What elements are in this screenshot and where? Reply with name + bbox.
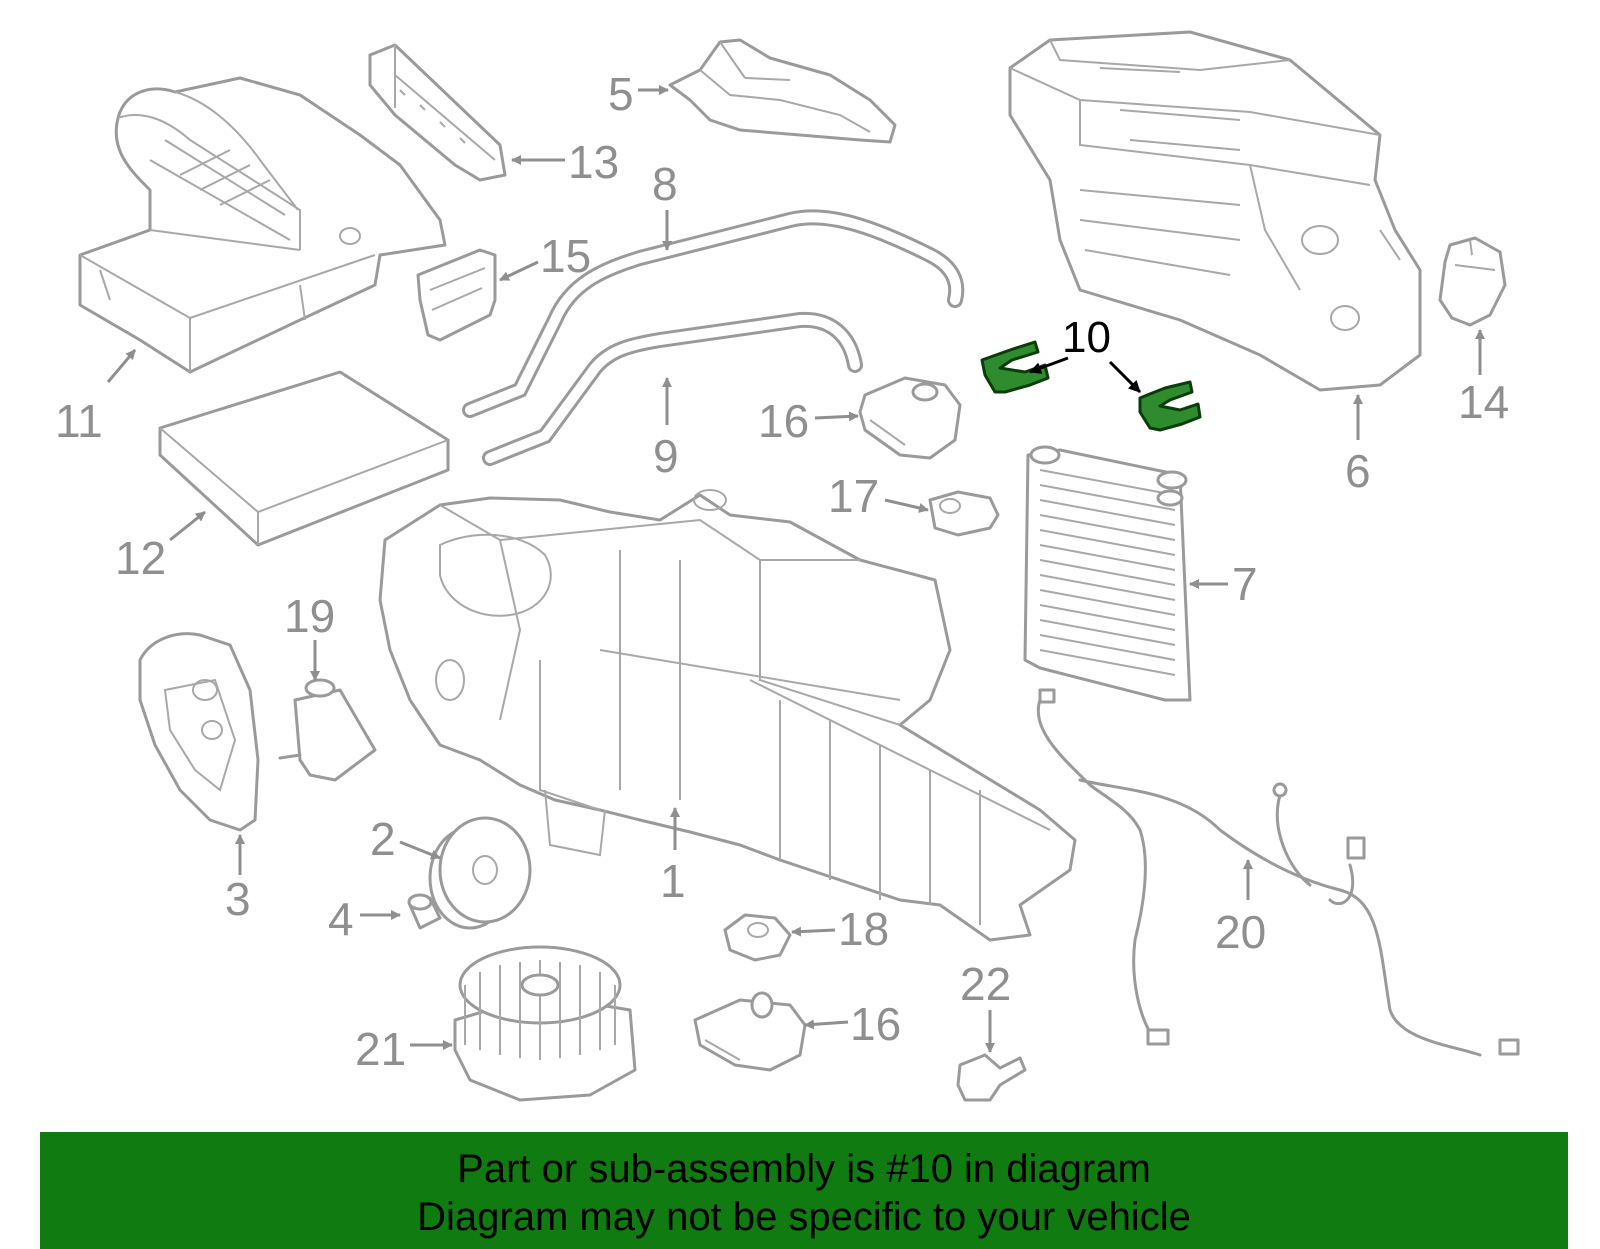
part-8-tube (462, 209, 965, 418)
part-18-seal (723, 913, 792, 962)
label-19: 19 (284, 590, 335, 642)
part-5-duct (668, 38, 897, 144)
label-15: 15 (540, 230, 591, 282)
label-6: 6 (1345, 445, 1371, 497)
label-17: 17 (828, 470, 879, 522)
label-12: 12 (115, 532, 166, 584)
part-7-heater-core (1023, 445, 1192, 702)
label-2: 2 (370, 813, 396, 865)
label-7: 7 (1232, 558, 1258, 610)
label-14: 14 (1458, 376, 1509, 428)
part-3-cover (138, 632, 260, 832)
label-20: 20 (1215, 906, 1266, 958)
part-13-bracket (368, 43, 507, 182)
label-1: 1 (660, 855, 686, 907)
part-9-tube (482, 311, 863, 466)
part-20-wiring-harness (1036, 688, 1520, 1057)
part-16-actuator-upper (858, 376, 962, 460)
part-19-valve (278, 678, 377, 782)
part-11-upper-case (78, 76, 447, 374)
part-1-hvac-housing (378, 489, 1077, 942)
banner-line-2: Diagram may not be specific to your vehi… (417, 1195, 1191, 1239)
part-22-sensor (956, 1053, 1027, 1102)
label-16b: 16 (850, 998, 901, 1050)
info-banner: Part or sub-assembly is #10 in diagram D… (40, 1132, 1568, 1249)
label-16a: 16 (758, 395, 809, 447)
part-15-bracket (416, 248, 497, 342)
label-8: 8 (652, 158, 678, 210)
label-22: 22 (960, 958, 1011, 1010)
label-11: 11 (55, 395, 103, 447)
banner-line-1: Part or sub-assembly is #10 in diagram (457, 1147, 1151, 1191)
callout-labels: 5 13 8 15 10 14 11 16 9 6 17 12 7 19 2 3 (55, 68, 1509, 1075)
label-3: 3 (225, 873, 251, 925)
label-4: 4 (328, 893, 354, 945)
label-21: 21 (355, 1023, 406, 1075)
label-18: 18 (838, 903, 889, 955)
part-4-bushing (407, 893, 442, 930)
part-10-clips-highlighted (980, 340, 1202, 432)
part-12-filter (158, 370, 450, 547)
part-14-actuator (1438, 236, 1507, 327)
part-21-blower-motor (453, 945, 637, 1102)
label-10: 10 (1062, 313, 1111, 362)
part-16-actuator-lower (693, 991, 807, 1072)
part-17-grommet (928, 490, 1000, 537)
label-5: 5 (608, 68, 634, 120)
label-13: 13 (568, 136, 619, 188)
part-2-motor-cover (428, 816, 532, 930)
label-9: 9 (653, 430, 679, 482)
part-6-module (1008, 30, 1422, 392)
